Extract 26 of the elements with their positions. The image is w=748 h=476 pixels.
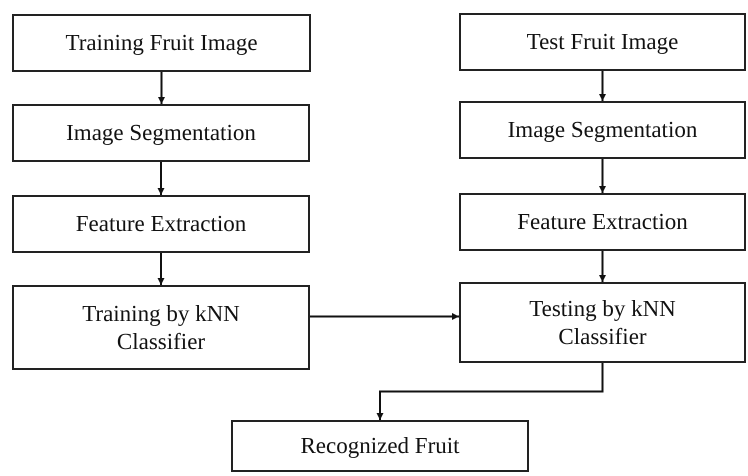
arrow [158, 253, 164, 285]
box-label: Testing by kNN Classifier [528, 294, 677, 350]
process-box [459, 13, 746, 71]
box-label: Training Fruit Image [65, 29, 258, 57]
arrow [599, 159, 606, 193]
arrow [158, 162, 164, 195]
process-box [12, 195, 310, 253]
process-box [231, 420, 529, 472]
box-label: Image Segmentation [508, 116, 698, 144]
arrow [599, 71, 606, 101]
arrow [599, 251, 606, 282]
arrow [310, 312, 459, 320]
arrow [158, 72, 165, 104]
box-label: Recognized Fruit [300, 432, 460, 460]
process-box [459, 101, 746, 159]
box-label: Feature Extraction [76, 210, 246, 238]
arrow [376, 363, 604, 420]
process-box [12, 285, 310, 370]
process-box [12, 14, 311, 72]
box-label: Test Fruit Image [526, 28, 678, 56]
process-box [459, 282, 746, 363]
box-label: Feature Extraction [517, 208, 688, 236]
process-box [12, 104, 310, 162]
box-label: Image Segmentation [66, 119, 256, 147]
process-box [459, 193, 746, 251]
box-label: Training by kNN Classifier [81, 300, 241, 356]
